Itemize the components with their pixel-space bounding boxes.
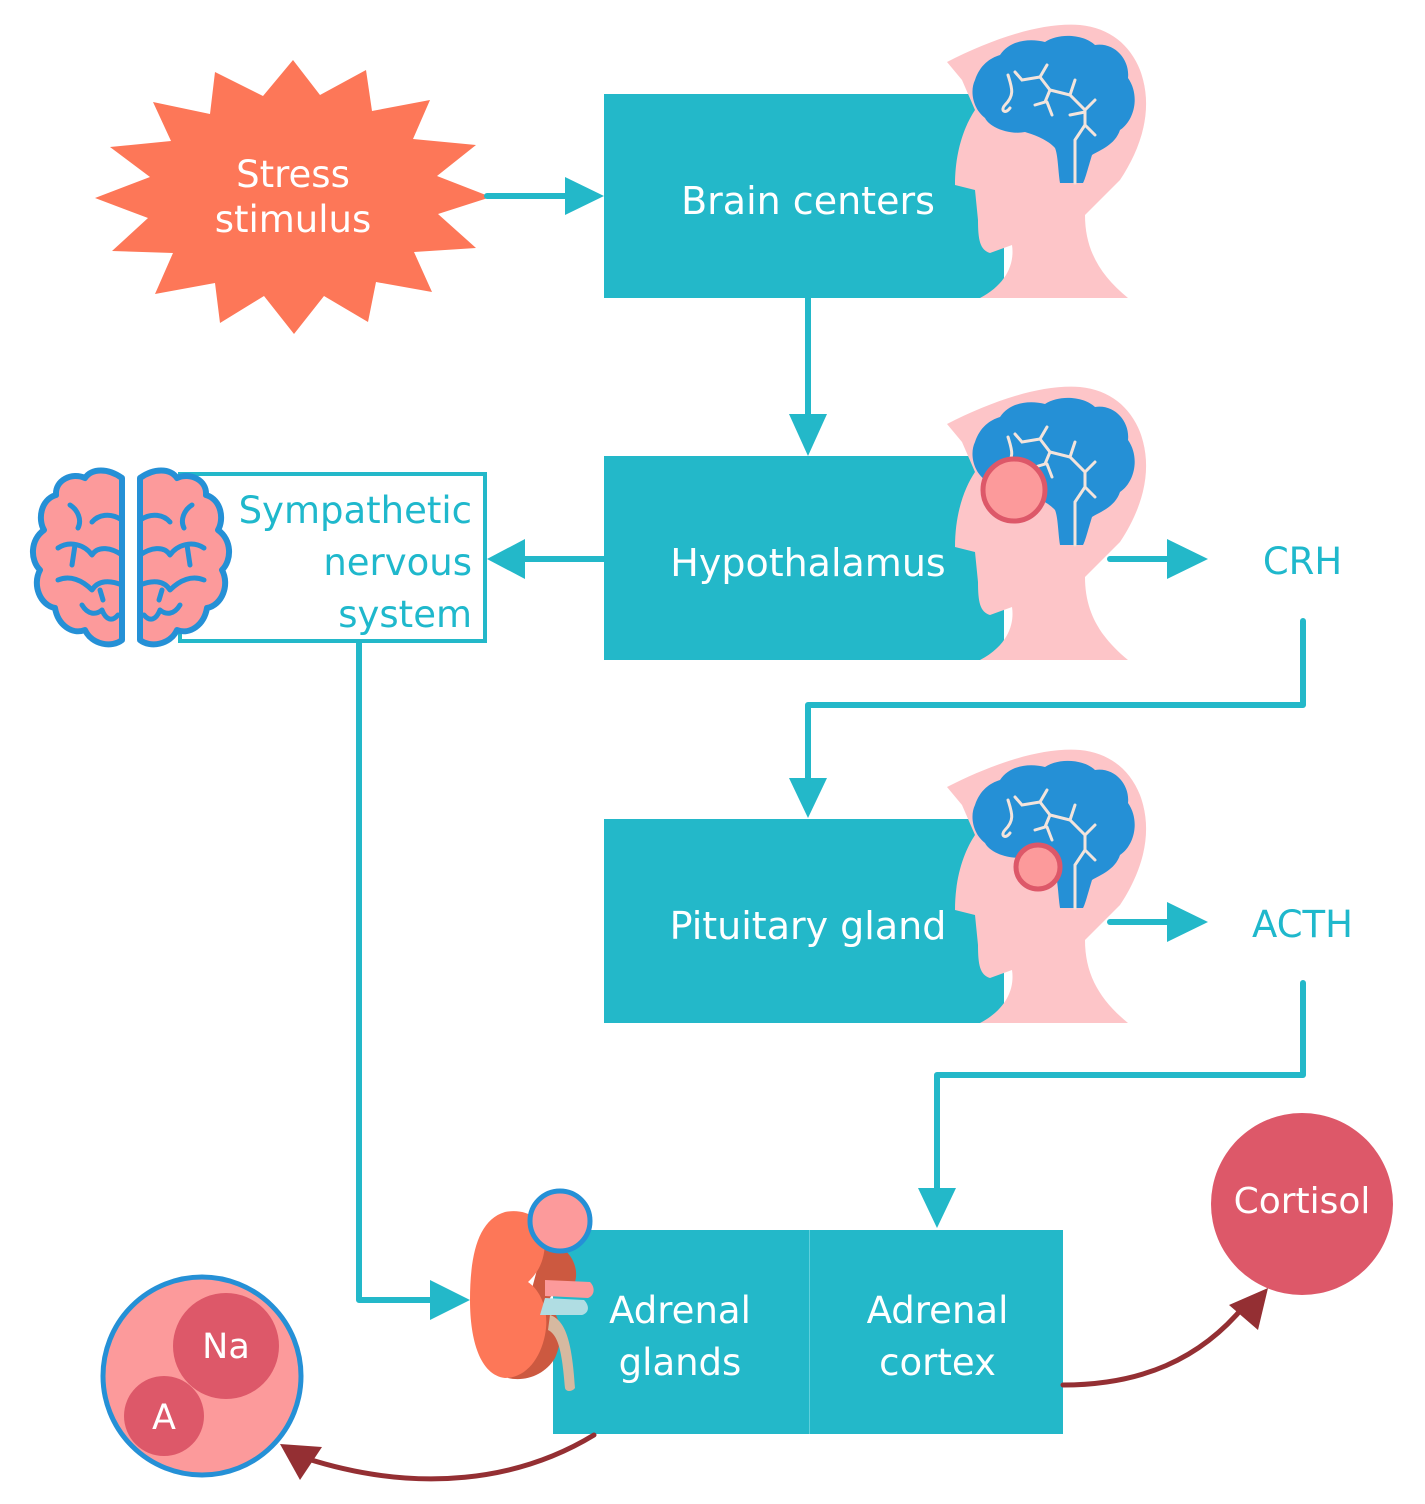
adrenal-cortex-box[interactable] <box>810 1230 1063 1434</box>
pituitary-node[interactable]: Pituitary gland <box>604 749 1147 1023</box>
connector-sympathetic-adrenal <box>356 638 436 1303</box>
hypothalamus-node[interactable]: Hypothalamus <box>604 386 1147 660</box>
pituitary-box[interactable] <box>604 819 1004 1023</box>
arrowhead-cortisol <box>1229 1288 1268 1330</box>
arrow-cortex-cortisol <box>1060 1302 1248 1388</box>
kidney-icon <box>470 1188 594 1391</box>
na-circle <box>173 1293 279 1399</box>
brain-centers-node[interactable]: Brain centers <box>604 24 1147 298</box>
connector-acth-cortex <box>934 980 1306 1195</box>
cortisol-label: Cortisol <box>1233 1181 1371 1222</box>
pituitary-highlight-icon <box>1013 842 1063 892</box>
arrowhead-adrenal-glands <box>430 1280 470 1320</box>
a-label: A <box>152 1398 176 1438</box>
arrowhead-pituitary <box>789 778 827 818</box>
arrowhead-brain-centers <box>565 177 604 215</box>
sympathetic-node[interactable] <box>30 467 487 648</box>
arrowhead-crh <box>1167 539 1208 579</box>
crh-label: CRH <box>1262 540 1343 583</box>
adrenal-glands-label: Adrenal glands <box>609 1289 751 1384</box>
arrowheads <box>430 177 1208 1320</box>
brain-icon <box>972 397 1135 547</box>
na-label: Na <box>202 1327 250 1367</box>
pituitary-label: Pituitary gland <box>670 904 947 948</box>
adrenal-glands-box[interactable] <box>553 1230 809 1434</box>
stress-label: Stress stimulus <box>214 153 372 242</box>
brain-icon <box>972 35 1135 185</box>
brain-top-view-icon <box>30 467 232 648</box>
hypothalamus-label: Hypothalamus <box>670 541 945 585</box>
curved-arrows <box>302 1302 1248 1482</box>
hypothalamus-box[interactable] <box>604 456 1004 660</box>
adrenal-glands-node[interactable] <box>553 1230 809 1434</box>
acth-label: ACTH <box>1252 903 1353 946</box>
na-a-node[interactable] <box>100 1274 304 1478</box>
arrowhead-hypothalamus <box>789 414 827 456</box>
connector-crh-pituitary <box>805 618 1306 783</box>
brain-centers-box[interactable] <box>604 94 1004 298</box>
sympathetic-label: Sympathetic nervous system <box>238 489 472 636</box>
arrow-adrenal-na <box>302 1432 597 1482</box>
brain-centers-label: Brain centers <box>681 179 935 223</box>
a-circle <box>124 1376 204 1456</box>
hypothalamus-highlight-icon <box>980 456 1048 524</box>
brain-icon <box>972 760 1135 910</box>
cortisol-circle[interactable] <box>1211 1113 1393 1295</box>
adrenal-cortex-label: Adrenal cortex <box>866 1289 1009 1384</box>
arrowhead-na-a <box>280 1444 322 1480</box>
stress-burst-shape[interactable] <box>95 60 491 334</box>
connectors <box>356 193 1306 1303</box>
arrowhead-adrenal-cortex <box>918 1188 956 1228</box>
arrowhead-acth <box>1167 902 1208 942</box>
arrowhead-sympathetic <box>487 539 525 579</box>
adrenal-cortex-node[interactable] <box>810 1230 1063 1434</box>
